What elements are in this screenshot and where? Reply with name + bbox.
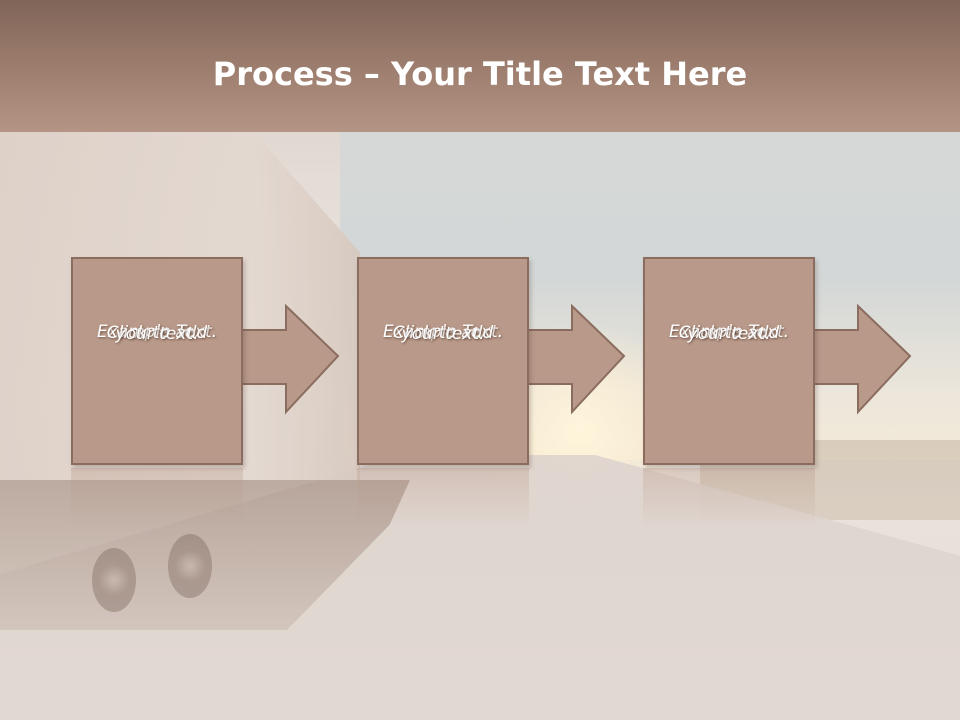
step-1-line-2: Click to add: [106, 322, 208, 343]
process-arrow-1: [237, 303, 340, 415]
step-3-line-2: Click to add: [678, 322, 780, 343]
step-2-text: Example Text. Click to add your text.: [363, 322, 523, 349]
step-1-text: Example Text. Click to add your text.: [77, 322, 237, 349]
process-step-1[interactable]: Example Text. Click to add your text.: [71, 257, 243, 465]
process-arrow-2: [523, 303, 626, 415]
title-bold-text: Process: [212, 55, 353, 93]
process-step-3[interactable]: Example Text. Click to add your text.: [643, 257, 815, 465]
step-3-text: Example Text. Click to add your text.: [649, 322, 809, 349]
step-2-line-3: your text.: [401, 323, 485, 344]
process-arrow-3: [809, 303, 912, 415]
step-3-line-1: Example Text.: [668, 321, 790, 342]
process-step-2[interactable]: Example Text. Click to add your text.: [357, 257, 529, 465]
step-2-reflection: [357, 468, 529, 528]
background-truck-wheel: [168, 534, 212, 598]
slide-title[interactable]: Process – Your Title Text Here: [0, 52, 960, 96]
step-1-reflection: [71, 468, 243, 528]
step-3-reflection: [643, 468, 815, 528]
step-1-line-3: your text.: [115, 323, 199, 344]
step-3-line-3: your text.: [687, 323, 771, 344]
title-bar: Process – Your Title Text Here: [0, 0, 960, 132]
background-truck-wheel: [92, 548, 136, 612]
step-2-line-1: Example Text.: [382, 321, 504, 342]
step-1-line-1: Example Text.: [96, 321, 218, 342]
title-rest-text: – Your Title Text Here: [352, 55, 748, 93]
step-2-line-2: Click to add: [392, 322, 494, 343]
